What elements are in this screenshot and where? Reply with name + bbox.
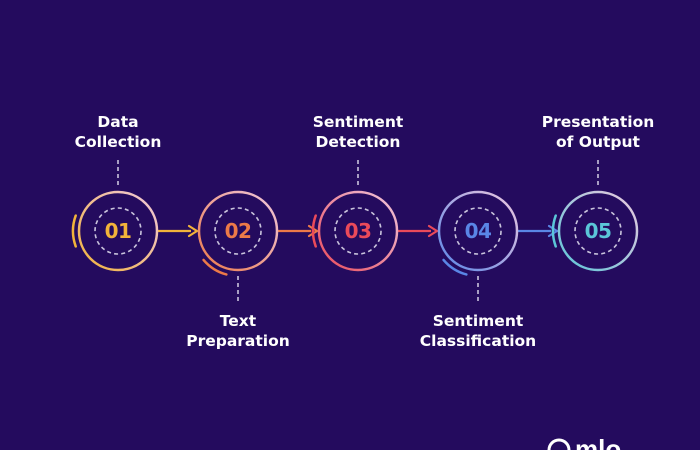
step-ring bbox=[197, 190, 279, 272]
step-inner-dashed-ring bbox=[574, 207, 622, 255]
brand-logo-icon bbox=[547, 438, 571, 450]
step-number: 01 bbox=[104, 219, 132, 243]
brand-logo-text: mlo bbox=[575, 434, 621, 450]
step-accent-arc bbox=[551, 214, 557, 248]
brand-logo: mlo bbox=[545, 434, 645, 450]
step-inner-dashed-ring bbox=[454, 207, 502, 255]
step-accent-arc bbox=[71, 214, 77, 248]
step-number: 03 bbox=[344, 219, 372, 243]
step-number: 02 bbox=[224, 219, 252, 243]
step-ring bbox=[437, 190, 519, 272]
arrow-head-icon bbox=[187, 224, 199, 238]
arrow-head-icon bbox=[307, 224, 319, 238]
step-accent-arc bbox=[311, 214, 317, 248]
step-accent-arc bbox=[202, 258, 228, 276]
step-ring bbox=[77, 190, 159, 272]
step-label: Data Collection bbox=[74, 113, 162, 151]
step-inner-dashed-ring bbox=[334, 207, 382, 255]
arrow-head-icon bbox=[427, 224, 439, 238]
step-inner-dashed-ring bbox=[214, 207, 262, 255]
step-label: Sentiment Classification bbox=[419, 312, 537, 350]
step-number: 04 bbox=[464, 219, 492, 243]
step-label: Sentiment Detection bbox=[312, 113, 404, 151]
step-label: Presentation of Output bbox=[541, 113, 655, 151]
step-ring bbox=[557, 190, 639, 272]
step-label: Text Preparation bbox=[186, 312, 290, 350]
step-accent-arc bbox=[442, 258, 468, 276]
step-number: 05 bbox=[584, 219, 612, 243]
step-inner-dashed-ring bbox=[94, 207, 142, 255]
step-ring bbox=[317, 190, 399, 272]
arrow-head-icon bbox=[547, 224, 559, 238]
